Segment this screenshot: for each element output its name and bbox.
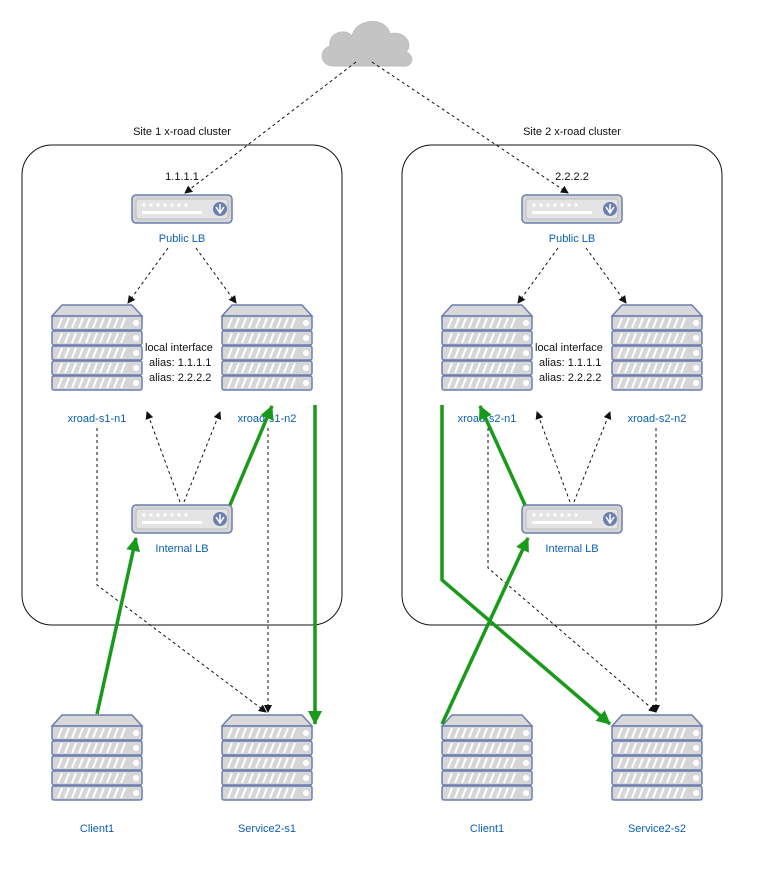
site2-client-server-icon [441, 714, 533, 801]
note-line: alias: 2.2.2.2 [539, 372, 601, 384]
site1-node1-server-icon [51, 304, 143, 391]
note-line: alias: 1.1.1.1 [149, 357, 211, 369]
site2-internal-lb-icon [521, 504, 623, 534]
site2-service-server-icon [611, 714, 703, 801]
site1-public-ip: 1.1.1.1 [165, 171, 199, 183]
site2-node1-server-icon [441, 304, 533, 391]
flow-arrow [440, 537, 530, 725]
site2-cluster-box [401, 144, 723, 626]
site1-public-lb-label: Public LB [159, 233, 205, 245]
site1-cluster-box [21, 144, 343, 626]
note-line: alias: 1.1.1.1 [539, 357, 601, 369]
site1-service-server-icon [221, 714, 313, 801]
site1-node2-server-icon [221, 304, 313, 391]
site2-client-label: Client1 [470, 823, 504, 835]
site2-node-note: local interface alias: 1.1.1.1 alias: 2.… [535, 342, 603, 384]
dashed-connectors [96, 61, 660, 713]
site2-public-ip: 2.2.2.2 [555, 171, 589, 183]
site1-client-label: Client1 [80, 823, 114, 835]
site1-node-note: local interface alias: 1.1.1.1 alias: 2.… [145, 342, 213, 384]
site1-node1-label: xroad-s1-n1 [68, 413, 127, 425]
site2-internal-lb-label: Internal LB [545, 543, 598, 555]
cloud-icon [321, 21, 413, 67]
site1-public-lb-icon [131, 194, 233, 224]
request-flow-arrows [95, 405, 612, 726]
site2-title: Site 2 x-road cluster [523, 126, 621, 138]
note-line: local interface [535, 342, 603, 354]
flow-arrow [95, 537, 141, 715]
site1-internal-lb-label: Internal LB [155, 543, 208, 555]
flow-arrow [440, 405, 612, 726]
note-line: local interface [145, 342, 213, 354]
site1-title: Site 1 x-road cluster [133, 126, 231, 138]
site1-client-server-icon [51, 714, 143, 801]
site1-service-label: Service2-s1 [238, 823, 296, 835]
site2-node2-server-icon [611, 304, 703, 391]
site2-public-lb-icon [521, 194, 623, 224]
flow-arrow [478, 405, 527, 506]
flow-arrow [228, 405, 274, 506]
note-line: alias: 2.2.2.2 [149, 372, 211, 384]
site2-node2-label: xroad-s2-n2 [628, 413, 687, 425]
site1-internal-lb-icon [131, 504, 233, 534]
site2-service-label: Service2-s2 [628, 823, 686, 835]
site2-public-lb-label: Public LB [549, 233, 595, 245]
